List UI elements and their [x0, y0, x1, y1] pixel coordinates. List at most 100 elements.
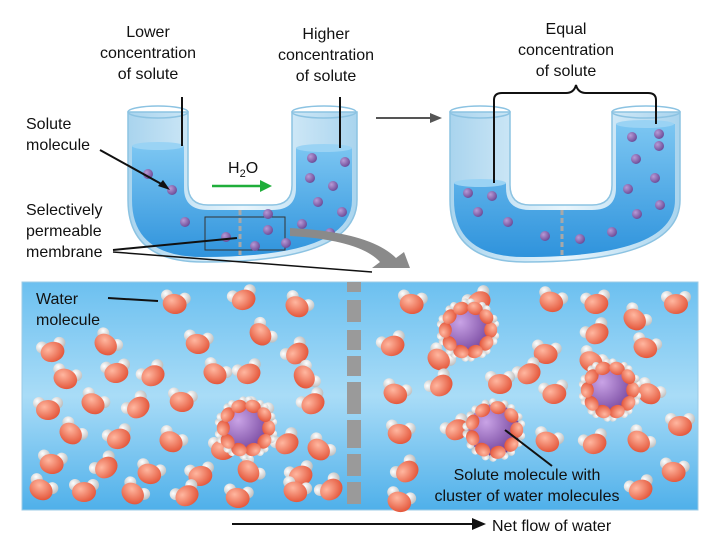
water-molecule: [538, 379, 568, 405]
solute-dot: [340, 157, 350, 167]
solute-clusters: [214, 298, 642, 462]
water-molecule-label: Water molecule: [36, 289, 100, 331]
label-line: Lower: [126, 24, 170, 41]
water-molecule: [398, 289, 428, 315]
water-molecule: [580, 289, 610, 315]
right-u-tube: [449, 84, 681, 263]
water-molecule: [383, 378, 413, 405]
water-molecule: [386, 419, 416, 445]
equal-concentration-label: Equal concentration of solute: [508, 19, 624, 82]
cluster-label: Solute molecule with cluster of water mo…: [420, 465, 634, 507]
water-molecule: [485, 371, 515, 394]
zoomed-membrane: [347, 282, 361, 504]
water-molecule: [33, 397, 63, 420]
solute-dot: [297, 219, 307, 229]
water-molecule: [224, 483, 254, 509]
solute-dot: [313, 197, 323, 207]
lower-concentration-label: Lower concentration of solute: [90, 22, 206, 85]
net-flow-label: Net flow of water: [492, 518, 612, 535]
label-line: Solute molecule with: [453, 467, 601, 484]
label-line: concentration: [277, 47, 375, 64]
water-molecule: [59, 416, 89, 445]
solute-dot: [575, 234, 585, 244]
solute-dot: [221, 232, 231, 242]
solute-dot: [654, 141, 664, 151]
water-molecule: [38, 449, 68, 475]
water-molecule: [161, 289, 191, 315]
water-molecule: [137, 458, 167, 485]
water-molecule: [579, 317, 609, 345]
label-subscript: 2: [239, 168, 246, 181]
water-molecule: [665, 413, 695, 436]
label-line: molecule: [26, 137, 91, 154]
water-molecule: [231, 358, 261, 385]
water-molecule: [661, 291, 691, 314]
water-molecule: [101, 423, 131, 450]
water-molecule: [169, 479, 199, 507]
water-molecule: [53, 363, 83, 390]
water-molecule: [535, 426, 565, 453]
membrane-pointer-line: [112, 237, 238, 251]
water-molecule: [269, 427, 299, 455]
solute-cluster: [436, 298, 500, 362]
water-molecule: [94, 327, 124, 356]
water-molecule: [623, 474, 653, 501]
label-line: of solute: [535, 63, 597, 80]
water-molecule: [159, 425, 189, 453]
solute-dot: [305, 173, 315, 183]
solute-dot: [250, 241, 260, 251]
label-line: permeable: [26, 223, 102, 240]
water-molecule: [279, 336, 309, 365]
solute-dot: [263, 209, 273, 219]
left-tube-solutes: [143, 153, 350, 251]
h2o-label: H2O: [228, 158, 258, 185]
water-molecule: [121, 476, 151, 505]
water-pointer-line: [107, 297, 159, 302]
solute-dot: [627, 132, 637, 142]
solute-dot: [473, 207, 483, 217]
label-text: H: [228, 160, 240, 177]
higher-concentration-label: Higher concentration of solute: [268, 24, 384, 87]
solute-dot: [263, 225, 273, 235]
water-molecule: [389, 454, 419, 483]
water-molecule: [627, 424, 657, 453]
water-molecule: [29, 473, 59, 501]
water-molecule: [285, 290, 315, 318]
solute-cluster: [214, 396, 278, 460]
label-line: of solute: [295, 68, 357, 85]
water-molecule: [120, 390, 150, 419]
water-molecule: [295, 387, 325, 415]
solute-molecule-label: Solute molecule: [26, 114, 90, 156]
water-molecule: [88, 450, 118, 479]
solute-dot: [654, 129, 664, 139]
water-flow-arrow: [212, 180, 272, 192]
water-molecule: [577, 428, 607, 455]
solute-dot: [540, 231, 550, 241]
solute-dot: [650, 173, 660, 183]
water-molecule: [203, 357, 233, 385]
membrane-label: Selectively permeable membrane: [26, 200, 102, 263]
solute-dot: [337, 207, 347, 217]
water-molecule: [307, 432, 337, 461]
label-line: Higher: [302, 26, 350, 43]
solute-dot: [487, 191, 497, 201]
water-molecule: [427, 342, 457, 371]
water-molecule: [283, 476, 313, 503]
water-molecule: [226, 284, 256, 311]
water-molecule: [293, 359, 321, 389]
water-molecule: [184, 329, 214, 355]
water-molecule: [81, 387, 111, 415]
solute-dot: [632, 209, 642, 219]
water-molecule: [423, 368, 453, 397]
label-line: Solute: [26, 116, 72, 133]
water-molecule: [623, 302, 653, 331]
solute-dot: [607, 227, 617, 237]
water-molecule: [539, 286, 569, 313]
label-text: O: [245, 160, 259, 177]
solute-dot: [503, 217, 513, 227]
right-tube-solutes: [463, 129, 665, 244]
water-molecule: [660, 457, 690, 483]
water-molecule: [69, 479, 99, 502]
transition-arrow: [376, 113, 442, 123]
water-molecule: [36, 336, 66, 363]
